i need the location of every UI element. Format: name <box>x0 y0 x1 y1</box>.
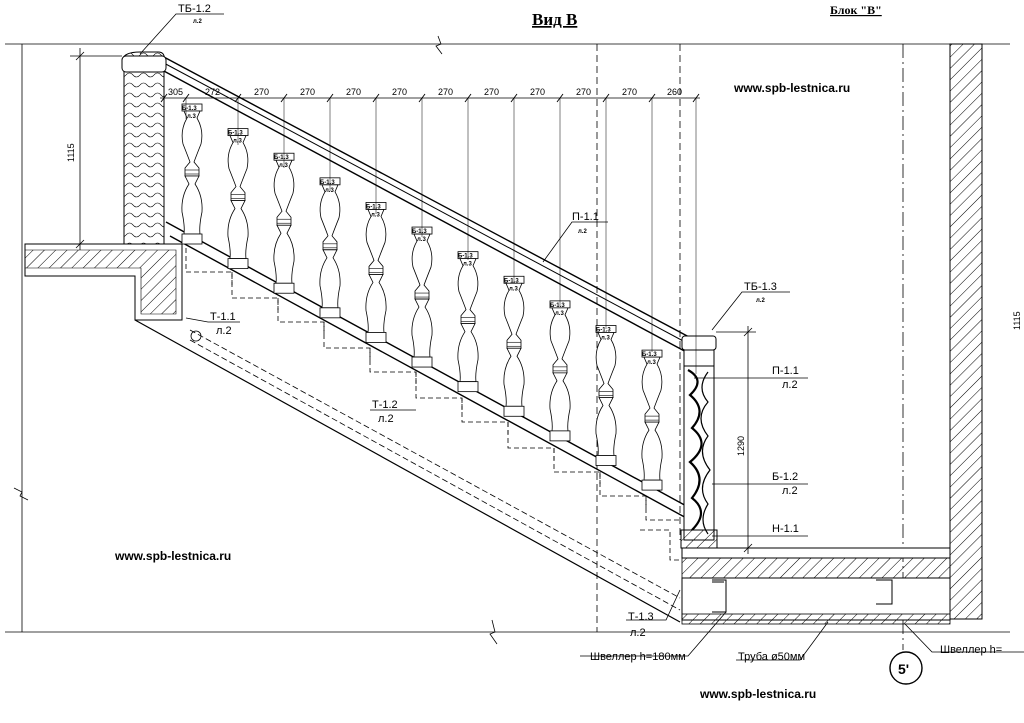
baluster-tag: Б-1.3 <box>182 106 197 112</box>
right-wall <box>949 43 983 620</box>
baluster-sheet: л.3 <box>371 212 380 218</box>
callout-t13-sheet: л.2 <box>630 627 646 639</box>
spacing-label: 270 <box>576 87 591 97</box>
spacing-label: 270 <box>392 87 407 97</box>
baluster: Б-1.3 л.3 <box>181 103 203 245</box>
leader-lines <box>139 13 1024 661</box>
callout-b12-code: Б-1.2 <box>772 471 798 483</box>
baluster: Б-1.3 л.3 <box>319 177 341 319</box>
baluster: Б-1.3 л.3 <box>273 152 295 294</box>
baluster-tag: Б-1.3 <box>274 155 289 161</box>
spacing-label: 270 <box>346 87 361 97</box>
callout-tb13-sheet: л.2 <box>756 298 765 304</box>
spacing-label: 270 <box>438 87 453 97</box>
callout-p11-right-code: П-1.1 <box>772 365 799 377</box>
spacing-label: 305 <box>168 87 183 97</box>
baluster-tag: Б-1.3 <box>458 254 473 260</box>
baluster-tag: Б-1.3 <box>596 327 611 333</box>
baluster-tag: Б-1.3 <box>228 131 243 137</box>
view-title: Вид В <box>532 10 577 29</box>
callout-tb12-sheet: л.2 <box>193 19 202 25</box>
baluster-tag: Б-1.3 <box>320 180 335 186</box>
spacing-label: 270 <box>300 87 315 97</box>
handrail <box>161 55 707 355</box>
spacing-label: 270 <box>622 87 637 97</box>
baluster: Б-1.3 л.3 <box>549 300 571 442</box>
callout-tb13-code: ТБ-1.3 <box>744 281 777 293</box>
baluster-sheet: л.3 <box>463 262 472 268</box>
callout-tb12-code: ТБ-1.2 <box>178 3 211 15</box>
baluster: Б-1.3 л.3 <box>641 349 663 491</box>
watermark-bottom: www.spb-lestnica.ru <box>699 687 816 701</box>
spacing-label: 272 <box>205 87 220 97</box>
far-right-dimension-label: 1115 <box>1012 311 1022 330</box>
baluster: Б-1.3 л.3 <box>457 251 479 393</box>
baluster: Б-1.3 л.3 <box>503 275 525 417</box>
baluster-sheet: л.3 <box>187 114 196 120</box>
spacing-label: 270 <box>254 87 269 97</box>
watermark-left: www.spb-lestnica.ru <box>114 549 231 563</box>
spacing-label: 260 <box>667 87 682 97</box>
channel-label: Швеллер h=180мм <box>590 651 686 663</box>
callout-t11-code: Т-1.1 <box>210 311 236 323</box>
baluster-sheet: л.3 <box>509 286 518 292</box>
newel-post-top <box>121 51 167 245</box>
baluster-sheet: л.3 <box>601 335 610 341</box>
pipe-label: Труба ø50мм <box>738 651 805 663</box>
lower-landing <box>681 547 951 625</box>
baluster-sheet: л.3 <box>555 311 564 317</box>
right-height-label: 1290 <box>736 436 746 456</box>
dimension-tick <box>160 93 168 103</box>
callout-n11-code: Н-1.1 <box>772 523 799 535</box>
upper-landing-slab <box>24 243 183 321</box>
callout-p11-right-sheet: л.2 <box>782 379 798 391</box>
watermark-top: www.spb-lestnica.ru <box>733 81 850 95</box>
spacing-label: 270 <box>530 87 545 97</box>
newel-post-bottom <box>680 335 718 549</box>
channel-right-label: Швеллер h= <box>940 644 1002 656</box>
baluster: Б-1.3 л.3 <box>595 325 617 466</box>
baluster: Б-1.3 л.3 <box>411 226 433 368</box>
baluster-sheet: л.3 <box>233 139 242 145</box>
callout-p11-top-code: П-1.1 <box>572 211 599 223</box>
baluster-tag: Б-1.3 <box>412 229 427 235</box>
baluster-sheet: л.3 <box>279 163 288 169</box>
callout-t12-code: Т-1.2 <box>372 399 398 411</box>
baluster-sheet: л.3 <box>417 237 426 243</box>
callout-t12-sheet: л.2 <box>378 413 394 425</box>
baluster: Б-1.3 л.3 <box>227 128 249 270</box>
baluster-tag: Б-1.3 <box>366 204 381 210</box>
callout-t11-sheet: л.2 <box>216 325 232 337</box>
callout-b12-sheet: л.2 <box>782 485 798 497</box>
callout-t13-code: Т-1.3 <box>628 611 654 623</box>
baluster-sheet: л.3 <box>647 360 656 366</box>
spacing-label: 270 <box>484 87 499 97</box>
right-height-dimension <box>716 326 756 554</box>
baluster: Б-1.3 л.3 <box>365 202 387 343</box>
baluster-tag: Б-1.3 <box>642 352 657 358</box>
axis-marker: 5' <box>889 651 923 685</box>
callout-p11-top-sheet: л.2 <box>578 229 587 235</box>
left-height-label: 1115 <box>66 143 76 162</box>
spacing-dimension-line: 305 272 270 270 270 270 270 270 270 270 270 260 <box>160 87 700 374</box>
left-height-dimension <box>70 48 122 250</box>
baluster-tag: Б-1.3 <box>550 303 565 309</box>
balusters: Б-1.3л.3Б-1.3л.3Б-1.3л.3Б-1.3л.3Б-1.3л.3… <box>181 103 663 491</box>
block-label: Блок "В" <box>830 3 882 17</box>
baluster-sheet: л.3 <box>325 188 334 194</box>
baluster-tag: Б-1.3 <box>504 278 519 284</box>
axis-marker-label: 5' <box>898 661 909 677</box>
